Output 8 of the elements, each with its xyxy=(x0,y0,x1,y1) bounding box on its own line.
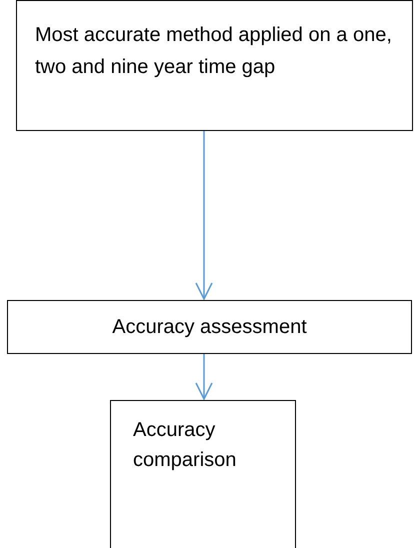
box-text: Accuracy assessment xyxy=(112,315,307,340)
process-box xyxy=(110,400,296,548)
arrow xyxy=(195,354,213,400)
box-text: Accuracy comparison xyxy=(133,418,238,473)
box-text: Most accurate method applied on a one, two and nine year time gap xyxy=(35,23,393,80)
process-box xyxy=(16,0,413,131)
process-box xyxy=(7,300,412,354)
arrow xyxy=(195,131,213,300)
